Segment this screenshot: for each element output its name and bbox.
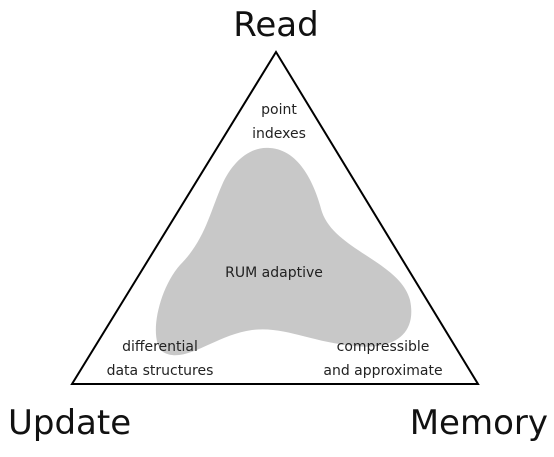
corner-label-update: Update: [8, 403, 131, 443]
region-label-differential-line2: data structures: [107, 363, 214, 379]
region-label-point-indexes-line1: point: [261, 102, 297, 118]
region-label-compressible-line1: compressible: [337, 339, 430, 355]
rum-triangle: [70, 50, 480, 385]
region-label-compressible-line2: and approximate: [323, 363, 442, 379]
adaptive-region-blob: [155, 147, 412, 356]
region-label-point-indexes-line2: indexes: [252, 126, 306, 142]
corner-label-memory: Memory: [410, 403, 548, 443]
corner-label-read: Read: [233, 5, 318, 45]
center-label-rum-adaptive: RUM adaptive: [225, 265, 323, 281]
region-label-differential-line1: differential: [122, 339, 198, 355]
